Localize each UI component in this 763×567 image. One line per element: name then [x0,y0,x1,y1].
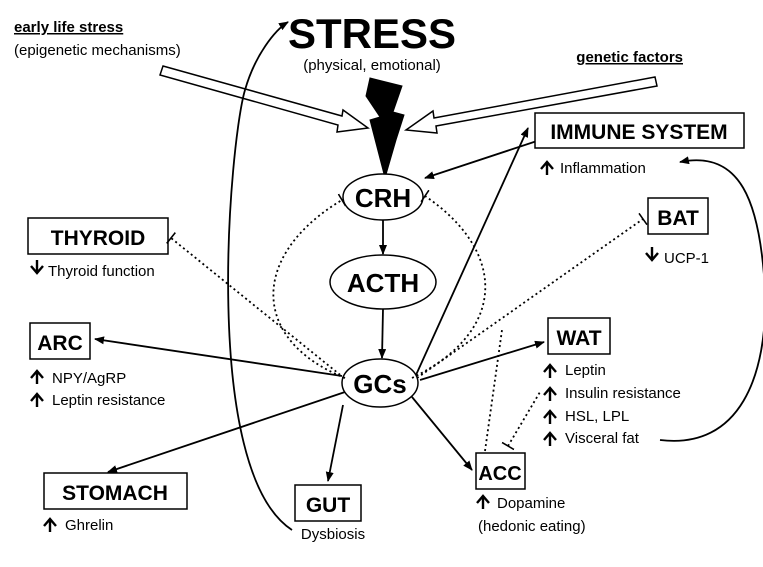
wat-effect-insulin-resistance: Insulin resistance [565,385,681,402]
gut-effect-dysbiosis: Dysbiosis [301,526,365,543]
early-life-stress-title: early life stress [14,19,123,36]
acc-dotted-link [484,329,503,452]
gcs-node [341,358,419,408]
immune-system-box [534,112,745,149]
up-arrow-icon [543,386,557,401]
lightning-bolt-icon [365,77,405,180]
wat-effect-visceral-fat: Visceral fat [565,430,640,447]
up-arrow-icon [543,431,557,446]
arc-effect-leptin-resistance: Leptin resistance [52,392,165,409]
up-arrow-icon [543,363,557,378]
gut-label: GUT [306,494,351,517]
acth-to-gcs-arrow [378,308,387,359]
stomach-label: STOMACH [62,482,168,505]
up-arrow-icon [30,369,44,384]
gcs-to-arc-arrow [94,336,343,377]
gcs-to-stomach-arrow [107,391,346,473]
crh-label: CRH [355,183,411,213]
gcs-to-gut-arrow [325,404,344,482]
stomach-effect-ghrelin: Ghrelin [65,517,113,534]
visceral-fat-to-inflammation-arrow [659,156,763,442]
down-arrow-icon [645,247,659,262]
wat-effect-hsl-lpl: HSL, LPL [565,408,629,425]
bat-box [647,197,709,235]
wat-box [547,317,611,355]
up-arrow-icon [30,392,44,407]
acc-box [475,452,526,490]
gcs-to-immune-arrow [415,127,529,376]
stomach-box [43,472,188,510]
gut-box [294,484,362,522]
acc-label: ACC [478,463,521,485]
genetic-input-arrow [403,76,658,134]
thyroid-label: THYROID [51,227,146,250]
immune-system-label: IMMUNE SYSTEM [550,121,727,144]
thyroid-effect: Thyroid function [48,263,155,280]
early-life-input-arrow [159,65,370,133]
gcs-to-wat-arrow [419,340,545,381]
arc-box [29,322,91,360]
wat-inhibit-acc [501,391,541,451]
gcs-feedback-left [272,193,347,379]
arc-label: ARC [37,332,83,355]
acc-effect-hedonic-eating: (hedonic eating) [478,518,586,535]
genetic-factors-title: genetic factors [576,49,683,66]
up-arrow-icon [543,409,557,424]
up-arrow-icon [476,494,490,509]
wat-effect-leptin: Leptin [565,362,606,379]
gcs-label: GCs [353,369,406,399]
thyroid-box [27,217,169,255]
immune-to-crh-arrow [424,139,541,179]
gcs-feedback-right [411,189,487,379]
early-life-stress-subtitle: (epigenetic mechanisms) [14,42,181,59]
gcs-to-acc-arrow [411,396,473,471]
wat-label: WAT [556,327,601,350]
stress-title: STRESS [288,10,456,57]
down-arrow-icon [30,260,44,275]
gcs-inhibit-bat [416,212,648,379]
up-arrow-icon [540,160,554,175]
arc-effect-npy: NPY/AgRP [52,370,126,387]
gut-to-stress-feedback-arrow [227,21,293,531]
acth-label: ACTH [347,268,419,298]
stress-subtitle: (physical, emotional) [303,57,441,74]
immune-effect-inflammation: Inflammation [560,160,646,177]
acc-effect-dopamine: Dopamine [497,495,565,512]
bat-effect: UCP-1 [664,250,709,267]
bat-label: BAT [657,207,699,230]
up-arrow-icon [43,517,57,532]
gcs-inhibit-thyroid [165,232,345,379]
